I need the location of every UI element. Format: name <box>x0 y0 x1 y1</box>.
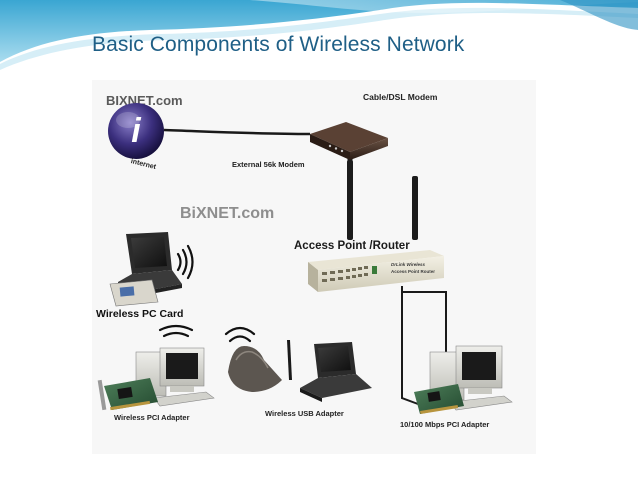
slide-title: Basic Components of Wireless Network <box>92 33 465 56</box>
access-point-router: DrLink Wireless Access Point Router <box>308 250 444 292</box>
desktop-ethernet-pci <box>414 345 513 414</box>
wireless-pc-card-label: Wireless PC Card <box>96 308 183 320</box>
watermark-middle: BiXNET.com <box>180 205 274 222</box>
internet-icon: i internet <box>108 103 164 171</box>
router-pci-cable-left <box>401 286 419 405</box>
modem-device <box>310 122 388 160</box>
watermark-top: BIXNET.com <box>106 93 183 108</box>
usb-adapter-laptop <box>224 326 372 402</box>
internet-modem-cable <box>163 128 311 136</box>
header-wave-decoration <box>0 0 638 71</box>
external-modem-label: External 56k Modem <box>232 160 305 169</box>
router-leds <box>322 266 377 282</box>
wireless-signal-icon <box>176 244 194 280</box>
desktop-wireless-pci <box>97 324 215 411</box>
router-face-text: Access Point Router <box>391 269 435 274</box>
wireless-usb-adapter-label: Wireless USB Adapter <box>265 409 344 418</box>
pci-adapter-label: 10/100 Mbps PCI Adapter <box>400 420 489 429</box>
internet-symbol: i <box>131 112 142 150</box>
access-point-label: Access Point /Router <box>294 240 410 252</box>
router-pci-cable-right <box>402 291 447 352</box>
router-brand: DrLink Wireless <box>391 262 425 267</box>
internet-label: internet <box>130 158 157 171</box>
router-antennas <box>347 160 418 240</box>
cable-dsl-modem-label: Cable/DSL Modem <box>363 92 438 102</box>
wireless-pci-adapter-label: Wireless PCI Adapter <box>114 413 190 422</box>
laptop-pc-card <box>109 232 182 307</box>
